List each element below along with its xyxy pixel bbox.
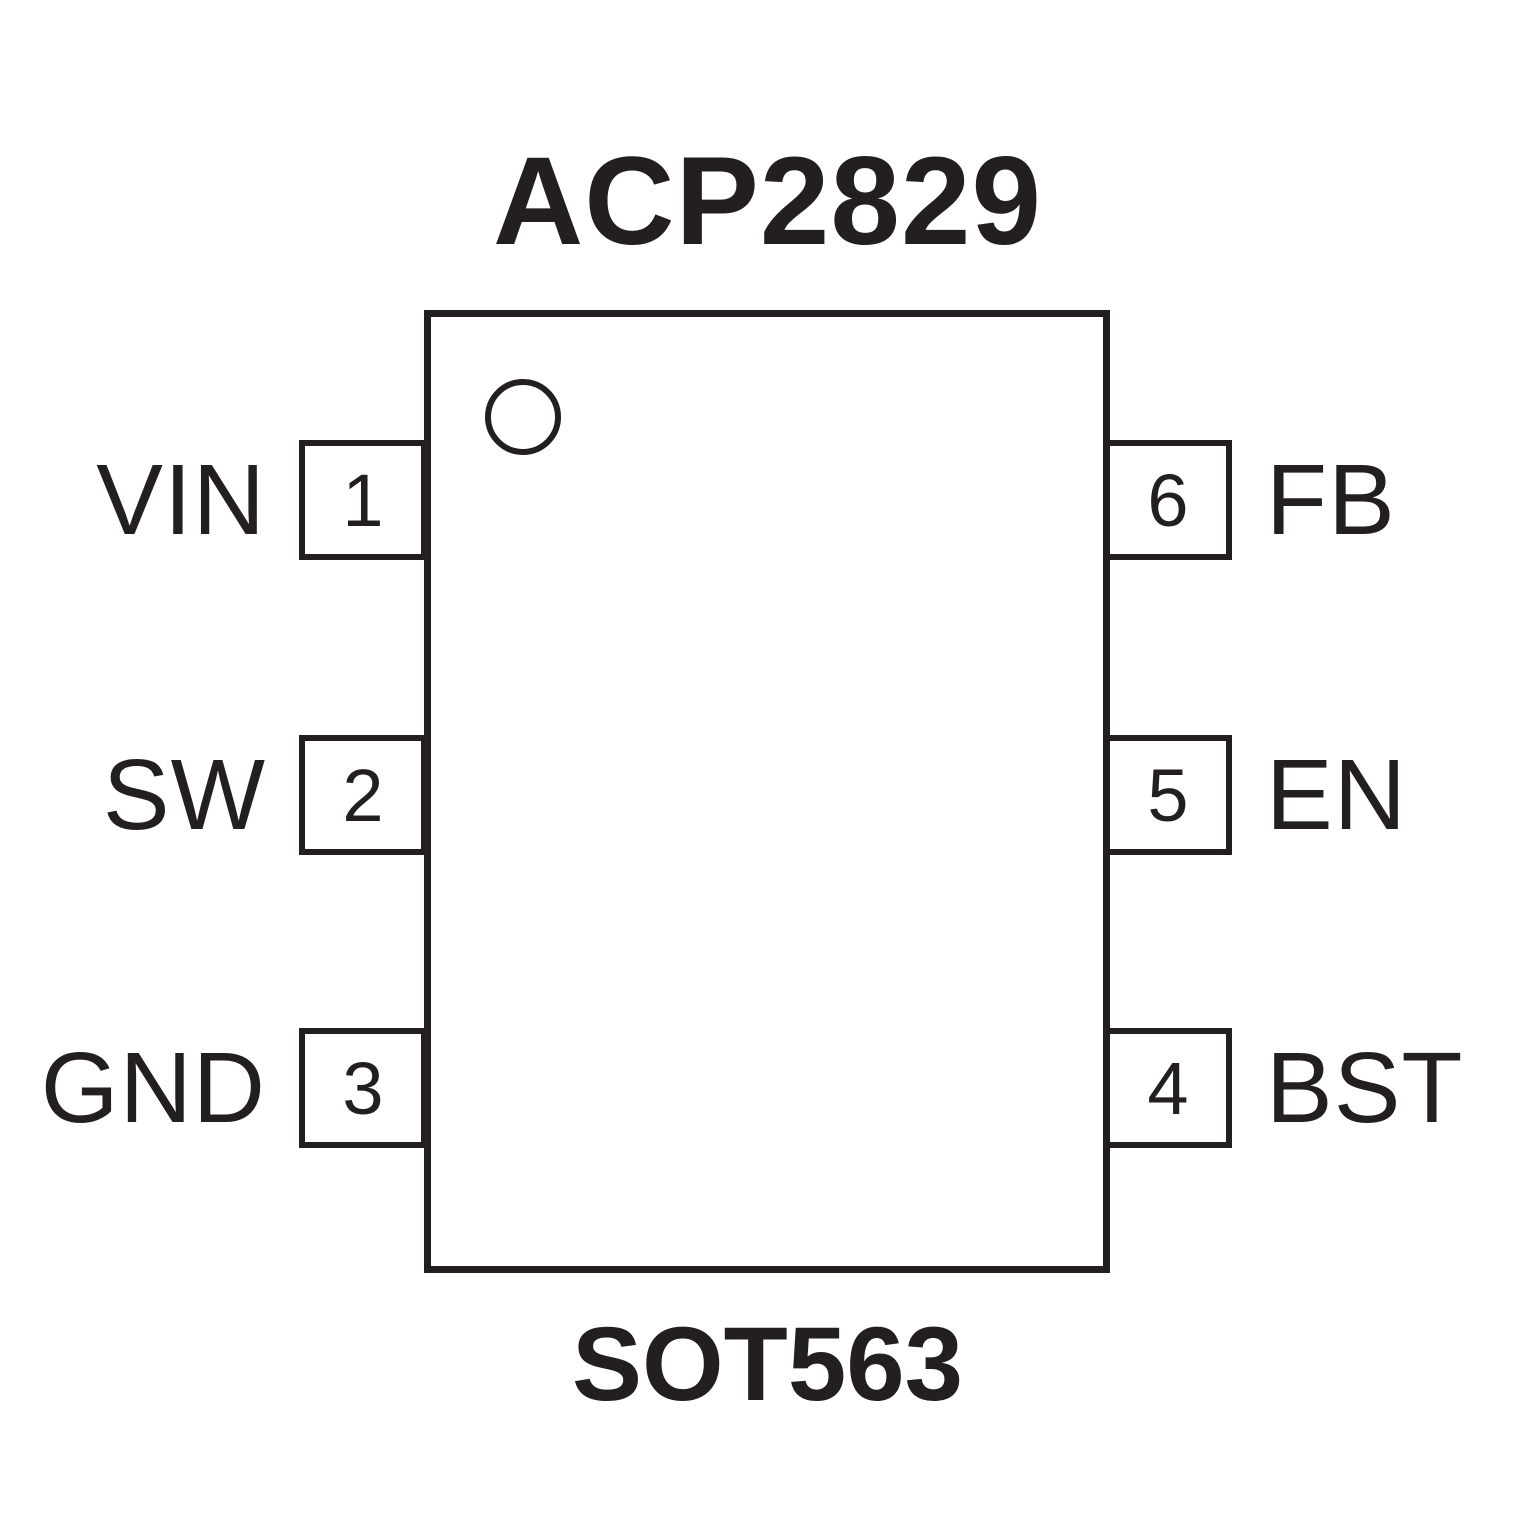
chip-body [424, 310, 1110, 1273]
pin-number-4: 4 [1147, 1046, 1189, 1130]
pin-label-gnd: GND [40, 1031, 266, 1144]
pin-label-en: EN [1266, 738, 1407, 851]
pin-box-1: 1 [299, 440, 427, 560]
pin-number-1: 1 [342, 458, 384, 542]
pin-label-fb: FB [1266, 443, 1396, 556]
pin-number-5: 5 [1147, 753, 1189, 837]
pin-label-bst: BST [1266, 1031, 1464, 1144]
pin-box-5: 5 [1104, 735, 1232, 855]
pin-number-6: 6 [1147, 458, 1189, 542]
package-name: SOT563 [571, 1306, 964, 1423]
pin-number-3: 3 [342, 1046, 384, 1130]
chip-title: ACP2829 [493, 132, 1042, 271]
pin-label-vin: VIN [96, 443, 266, 556]
pin1-indicator-circle [485, 379, 561, 455]
pin-box-2: 2 [299, 735, 427, 855]
pin-box-4: 4 [1104, 1028, 1232, 1148]
pin-box-6: 6 [1104, 440, 1232, 560]
pin-box-3: 3 [299, 1028, 427, 1148]
pin-number-2: 2 [342, 753, 384, 837]
pin-label-sw: SW [102, 738, 266, 851]
